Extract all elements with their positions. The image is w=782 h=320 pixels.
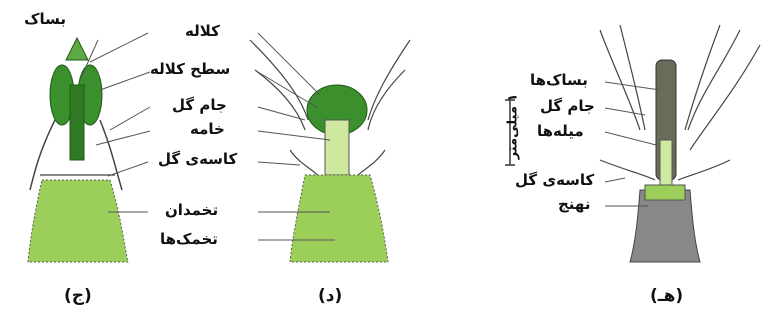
flower-d [250, 33, 410, 262]
label-calyx: کاسه‌ی گل [158, 152, 237, 167]
flower-h [505, 25, 760, 262]
label-style: خامه [190, 122, 225, 137]
label-calyx-h: کاسه‌ی گل [515, 173, 594, 188]
label-anthers-h: بساک‌ها [530, 73, 588, 88]
label-corolla: جام گل [172, 98, 227, 113]
label-corolla-h: جام گل [540, 99, 595, 114]
flower-j [28, 33, 150, 262]
scale-label: ۱ میلی‌متر [506, 94, 519, 160]
label-stigma-surface: سطح کلاله [150, 62, 230, 77]
label-receptacle-h: نهنج [558, 197, 590, 212]
label-anther: بساک [24, 12, 66, 27]
caption-j: (ج) [64, 286, 92, 306]
label-stigma: کلاله [185, 24, 220, 39]
caption-h: (هـ) [650, 286, 683, 306]
caption-d: (د) [318, 286, 342, 306]
label-ovary: تخمدان [165, 203, 218, 218]
label-filaments-h: میله‌ها [537, 124, 584, 139]
label-ovules: تخمک‌ها [160, 232, 218, 247]
